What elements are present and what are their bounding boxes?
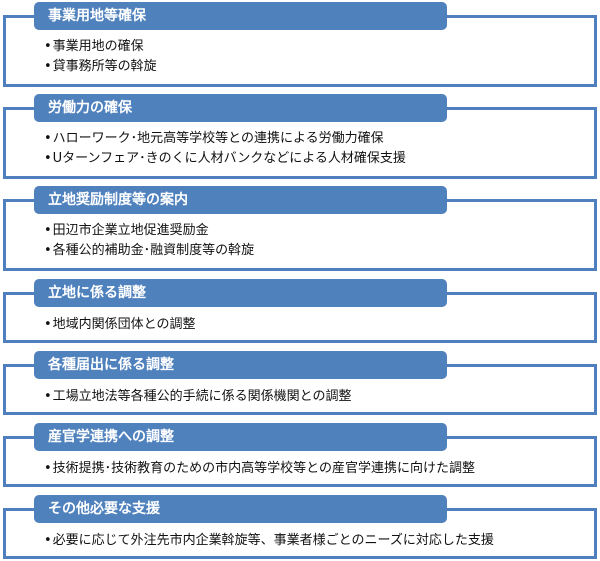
section-header: 各種届出に係る調整 bbox=[34, 351, 447, 379]
section-header: 立地奨励制度等の案内 bbox=[34, 186, 447, 214]
section-header: 事業用地等確保 bbox=[34, 2, 447, 30]
list-item: Uターンフェア･きのくに人材バンクなどによる人材確保支援 bbox=[44, 149, 406, 169]
list-item: 事業用地の確保 bbox=[44, 37, 157, 57]
section-header: その他必要な支援 bbox=[34, 495, 447, 523]
list-item: 貸事務所等の斡旋 bbox=[44, 57, 157, 77]
list-item: 地域内関係団体との調整 bbox=[44, 315, 196, 335]
section-header: 立地に係る調整 bbox=[34, 279, 447, 307]
section-items: 技術提携･技術教育のための市内高等学校等との産官学連携に向けた調整 bbox=[44, 459, 475, 479]
list-item: 田辺市企業立地促進奨励金 bbox=[44, 221, 254, 241]
list-item: 必要に応じて外注先市内企業斡旋等、事業者様ごとのニーズに対応した支援 bbox=[44, 531, 494, 551]
section-items: 事業用地の確保 貸事務所等の斡旋 bbox=[44, 37, 157, 77]
section-header: 労働力の確保 bbox=[34, 94, 447, 122]
list-item: 技術提携･技術教育のための市内高等学校等との産官学連携に向けた調整 bbox=[44, 459, 475, 479]
list-item: ハローワーク･地元高等学校等との連携による労働力確保 bbox=[44, 129, 406, 149]
section-items: 必要に応じて外注先市内企業斡旋等、事業者様ごとのニーズに対応した支援 bbox=[44, 531, 494, 551]
list-item: 工場立地法等各種公的手続に係る関係機関との調整 bbox=[44, 387, 352, 407]
section-items: ハローワーク･地元高等学校等との連携による労働力確保 Uターンフェア･きのくに人… bbox=[44, 129, 406, 169]
list-item: 各種公的補助金･融資制度等の斡旋 bbox=[44, 241, 255, 261]
section-header: 産官学連携への調整 bbox=[34, 423, 447, 451]
section-items: 地域内関係団体との調整 bbox=[44, 315, 196, 335]
section-items: 工場立地法等各種公的手続に係る関係機関との調整 bbox=[44, 387, 352, 407]
section-items: 田辺市企業立地促進奨励金 各種公的補助金･融資制度等の斡旋 bbox=[44, 221, 255, 261]
